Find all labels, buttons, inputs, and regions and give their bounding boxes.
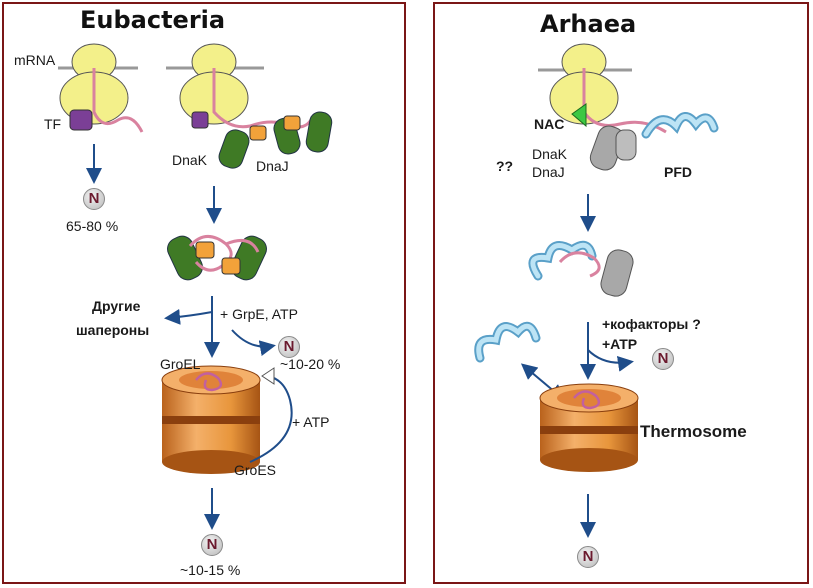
arrow-cofactors-native	[587, 349, 634, 372]
atp-cycle-arrow	[249, 375, 293, 463]
native-badge-groel: N	[201, 534, 223, 556]
prefoldin-shape-2	[474, 321, 541, 363]
atp-label-right: +ATP	[602, 336, 638, 352]
nac-shape	[571, 103, 587, 128]
other-chaperones-label-1: Другие	[92, 298, 141, 314]
atp-label-left: + ATP	[292, 414, 330, 430]
ribosome-right	[549, 43, 667, 134]
dnak-substrate-complex	[167, 235, 267, 281]
dnak-label-right: DnaK	[532, 146, 568, 162]
groel-barrel	[161, 365, 261, 474]
trigger-factor-shape	[69, 109, 93, 131]
native-badge-cofactors: N	[652, 348, 674, 370]
dnak-dnaj-complex-1	[218, 111, 333, 169]
groes-label: GroES	[234, 462, 277, 478]
nac-label: NAC	[534, 116, 565, 132]
thermosome-label: Thermosome	[640, 422, 747, 441]
pfd-label: PFD	[664, 164, 692, 180]
groel-label: GroEL	[160, 356, 201, 372]
native-badge-thermosome: N	[577, 546, 599, 568]
thermosome-barrel	[539, 383, 639, 472]
atp-cycle-arrowhead	[261, 367, 275, 385]
native-badge-dnak: N	[278, 336, 300, 358]
arrow-native-dnak	[231, 329, 276, 357]
gray-dnak-complex	[589, 125, 637, 171]
dnak-label: DnaK	[172, 152, 208, 168]
pfd-substrate-complex	[528, 240, 634, 297]
tf-label: TF	[44, 116, 62, 132]
native-groel-percent: ~10-15 %	[180, 562, 241, 578]
eubacteria-title: Eubacteria	[80, 6, 226, 34]
cofactors-label: +кофакторы ?	[602, 316, 701, 332]
other-chaperones-label-2: шапероны	[76, 322, 150, 338]
native-dnak-percent: ~10-20 %	[280, 356, 341, 372]
native-badge-tf: N	[83, 188, 105, 210]
native-tf-percent: 65-80 %	[66, 218, 119, 234]
grpe-atp-label: + GrpE, ATP	[220, 306, 298, 322]
prefoldin-shape-1	[641, 112, 719, 139]
unknown-label: ??	[496, 158, 514, 174]
archaea-title: Arhaea	[540, 10, 637, 38]
dnaj-label-right: DnaJ	[532, 164, 565, 180]
ribosome-left-2	[179, 43, 314, 129]
dnaj-label: DnaJ	[256, 158, 289, 174]
arrow-other-chaperones	[164, 308, 213, 325]
mrna-label: mRNA	[14, 52, 56, 68]
